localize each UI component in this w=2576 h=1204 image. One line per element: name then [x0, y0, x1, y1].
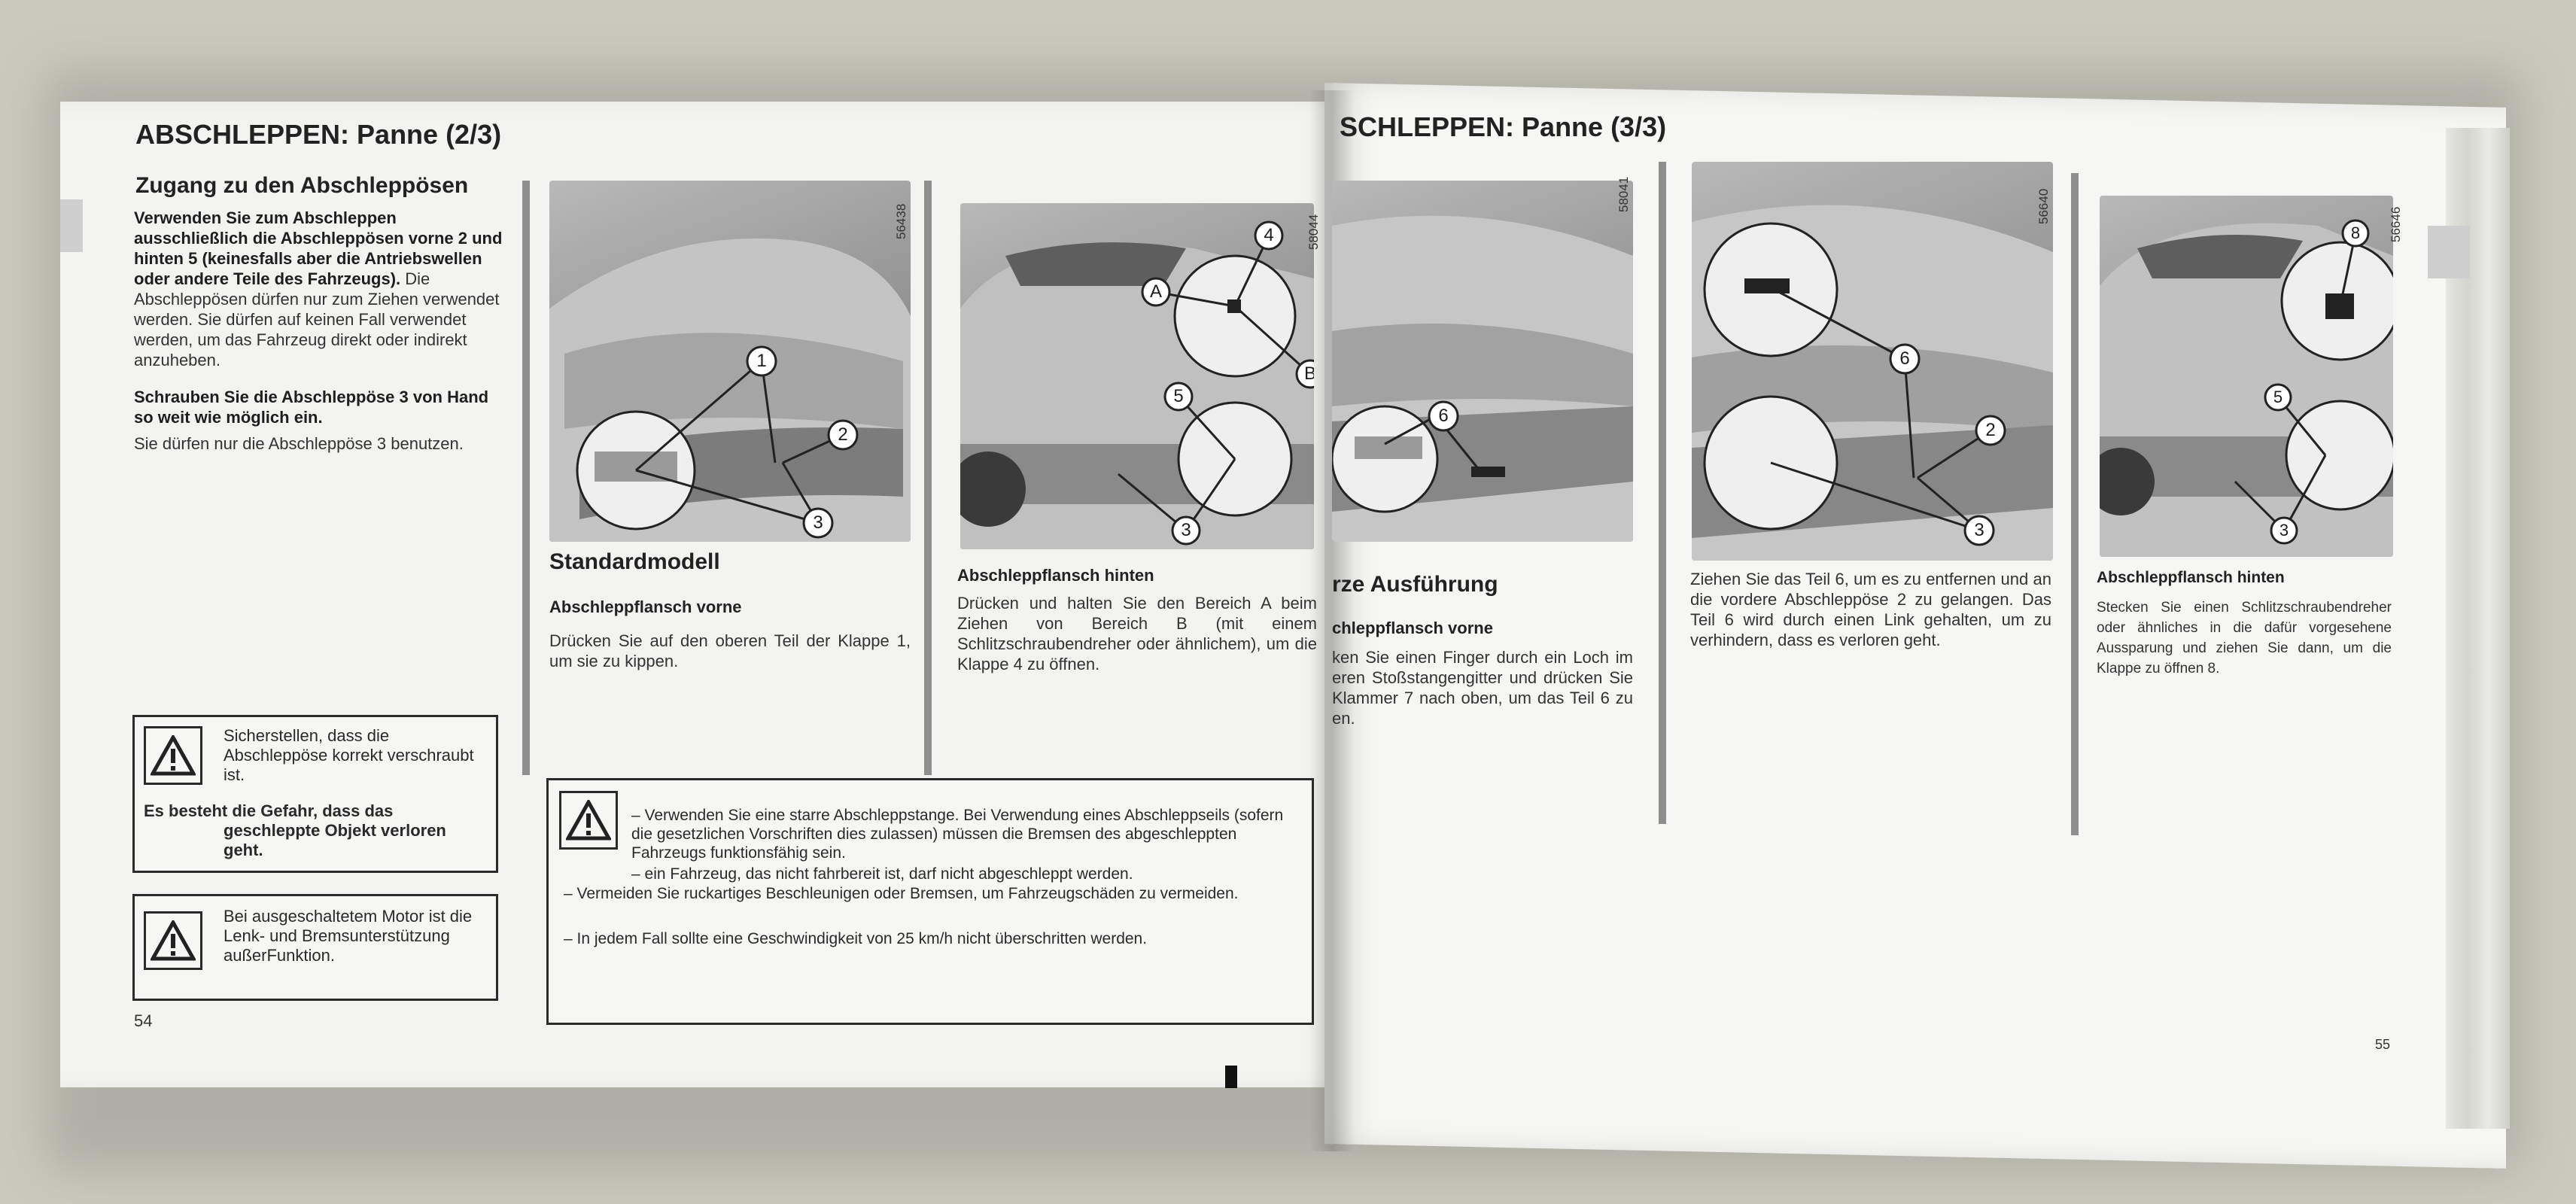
page-number-left: 54	[134, 1011, 153, 1030]
warning-triangle-icon	[144, 911, 202, 970]
warning1-bold: Es besteht die Gefahr, dass das geschlep…	[144, 801, 446, 859]
figure-rear-sport: 8 5 3	[2100, 196, 2393, 557]
right-rear-caption: Abschleppflansch hinten	[2097, 569, 2285, 586]
intro-paragraph: Verwenden Sie zum Abschleppen ausschließ…	[134, 208, 503, 370]
fig5-label: 3	[2279, 521, 2289, 540]
figure-code: 56438	[894, 203, 908, 239]
intro-bold: Verwenden Sie zum Abschleppen ausschließ…	[134, 208, 503, 288]
screw-paragraph: Schrauben Sie die Abschleppöse 3 von Han…	[134, 387, 503, 427]
model-heading: Standardmodell	[549, 549, 720, 574]
warning-box-1: Sicherstellen, dass die Abschleppöse kor…	[132, 715, 498, 873]
intro-text: Die Abschleppösen dürfen nur zum Ziehen …	[134, 269, 500, 369]
big-warning-line: – Verwenden Sie eine starre Abschleppsta…	[631, 807, 1284, 862]
figure-front-sport: 6	[1332, 181, 1633, 542]
fig3-label: 6	[1438, 406, 1449, 426]
fig1-label: 1	[756, 351, 767, 371]
rear-text: Drücken und halten Sie den Bereich A bei…	[957, 594, 1317, 673]
figure-code: 58041	[1616, 176, 1631, 212]
screw-text: Sie dürfen nur die Abschleppöse 3 benutz…	[134, 434, 464, 453]
fig2-label: A	[1149, 281, 1162, 302]
warning-triangle-icon	[144, 726, 202, 785]
fig2-label: 5	[1173, 386, 1184, 406]
fig1-label: 2	[838, 424, 848, 445]
right-page-title: SCHLEPPEN: Panne (3/3)	[1340, 111, 1667, 142]
warning-triangle-icon	[559, 791, 618, 850]
figure-code: 56640	[2036, 188, 2051, 224]
screw-bold: Schrauben Sie die Abschleppöse 3 von Han…	[134, 388, 489, 427]
left-page-tab-marker	[60, 199, 83, 252]
big-warning-line: – ein Fahrzeug, das nicht fahrbereit ist…	[631, 865, 1133, 883]
section-title: Zugang zu den Abschleppösen	[135, 173, 469, 198]
figure-rear: 4 A B 5 3	[960, 203, 1314, 549]
rear-caption: Abschleppflansch hinten	[957, 566, 1154, 585]
column-divider-1	[522, 181, 530, 775]
warning2-text: Bei ausgeschaltetem Motor ist die Lenk- …	[224, 907, 473, 965]
front-text: Drücken Sie auf den oberen Teil der Klap…	[549, 631, 911, 670]
fig2-label: 3	[1181, 520, 1191, 540]
column-divider-4	[2071, 173, 2079, 835]
right-page-tab-marker	[2428, 226, 2470, 278]
right-rear-text: Stecken Sie einen Schlitzschraubendreher…	[2097, 600, 2392, 676]
fig4-label: 6	[1899, 348, 1910, 369]
fig4-label: 2	[1985, 420, 1996, 440]
front-caption: Abschleppflansch vorne	[549, 597, 742, 616]
warning1-text: Sicherstellen, dass die Abschleppöse kor…	[224, 726, 474, 784]
page-edges	[2446, 128, 2510, 1129]
figure-front-pull: 6 2 3	[1692, 162, 2053, 561]
big-warning-line: – Vermeiden Sie ruckartiges Beschleunige…	[564, 885, 1239, 902]
left-page-title: ABSCHLEPPEN: Panne (2/3)	[135, 119, 502, 150]
column-divider-3	[1659, 162, 1666, 824]
pull-text: Ziehen Sie das Teil 6, um es zu entferne…	[1690, 570, 2051, 649]
sport-text: ken Sie einen Finger durch ein Loch im e…	[1332, 648, 1633, 728]
fig2-label: B	[1301, 363, 1314, 385]
big-warning-line: – In jedem Fall sollte eine Geschwindigk…	[564, 930, 1148, 947]
sport-heading: rze Ausführung	[1332, 572, 1498, 597]
fig4-label: 3	[1974, 520, 1984, 540]
figure-code: 56646	[2389, 206, 2403, 242]
fig1-label: 3	[813, 512, 823, 533]
fig5-label: 8	[2350, 223, 2361, 242]
fig2-label: 4	[1264, 225, 1274, 245]
warning-box-large: – Verwenden Sie eine starre Abschleppsta…	[546, 778, 1314, 1025]
column-divider-2	[924, 181, 932, 775]
fig5-label: 5	[2273, 388, 2283, 406]
page-number-right: 55	[2375, 1037, 2391, 1052]
warning-box-2: Bei ausgeschaltetem Motor ist die Lenk- …	[132, 894, 498, 1001]
crop-mark	[1225, 1066, 1237, 1088]
sport-caption: chleppflansch vorne	[1332, 619, 1493, 637]
figure-front-standard: 1 2 3	[549, 181, 911, 542]
